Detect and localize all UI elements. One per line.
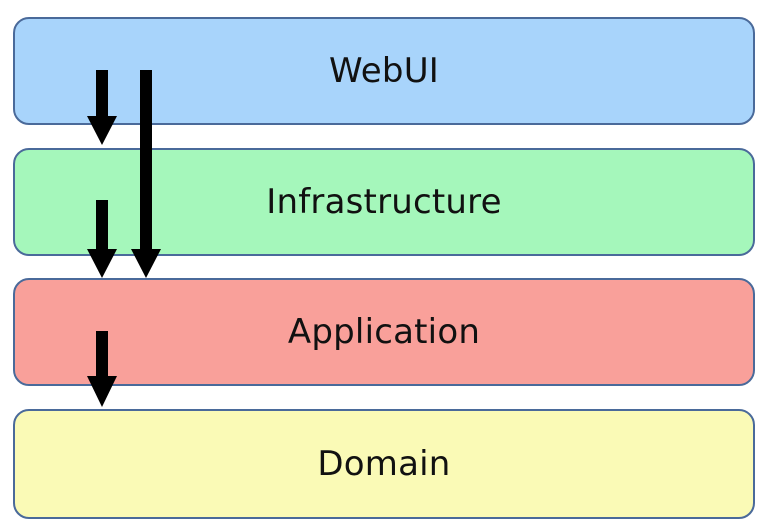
layer-application: Application xyxy=(13,278,755,386)
layer-webui: WebUI xyxy=(13,17,755,125)
layer-domain: Domain xyxy=(13,409,755,519)
layer-label-infrastructure: Infrastructure xyxy=(266,182,502,222)
layer-label-domain: Domain xyxy=(317,444,451,484)
layer-label-application: Application xyxy=(287,312,481,352)
layer-label-webui: WebUI xyxy=(328,51,440,91)
layer-infrastructure: Infrastructure xyxy=(13,148,755,256)
